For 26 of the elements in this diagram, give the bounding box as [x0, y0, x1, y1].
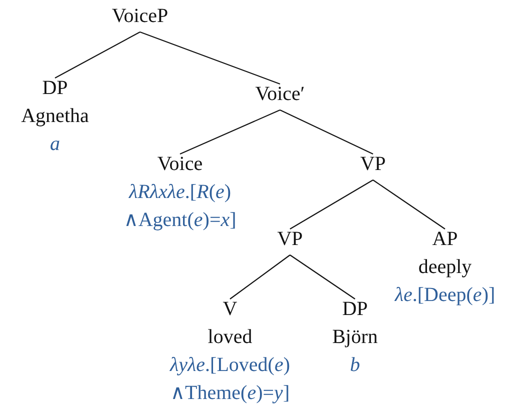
category-label: AP — [431, 227, 459, 252]
semantic-formula: λRλxλe.[R(e) ∧Agent(e)=x] — [122, 180, 238, 233]
tree-branch — [290, 254, 356, 300]
word-label: Björn — [332, 325, 378, 350]
category-label: Voice′ — [255, 82, 305, 107]
tree-branch — [54, 32, 140, 78]
semantic-formula: a — [49, 132, 61, 157]
category-label: VP — [277, 227, 303, 252]
tree-branch — [280, 110, 374, 154]
tree-branch — [180, 110, 280, 154]
semantic-formula: b — [349, 353, 361, 378]
category-label: V — [222, 297, 238, 322]
category-label: VoiceP — [112, 4, 168, 29]
tree-branch — [140, 31, 280, 85]
category-label: VP — [360, 152, 386, 177]
semantic-formula: λe.[Deep(e)] — [394, 283, 496, 308]
category-label: DP — [41, 76, 69, 101]
word-label: Agnetha — [21, 104, 89, 129]
tree-branch — [230, 254, 290, 300]
category-label: DP — [341, 297, 369, 322]
word-label: deeply — [417, 255, 473, 280]
word-label: loved — [206, 325, 254, 350]
tree-branch — [290, 180, 374, 230]
semantic-formula: λyλe.[Loved(e) ∧Theme(e)=y] — [168, 353, 292, 406]
category-label: Voice — [156, 152, 204, 177]
tree-branch — [372, 180, 446, 230]
